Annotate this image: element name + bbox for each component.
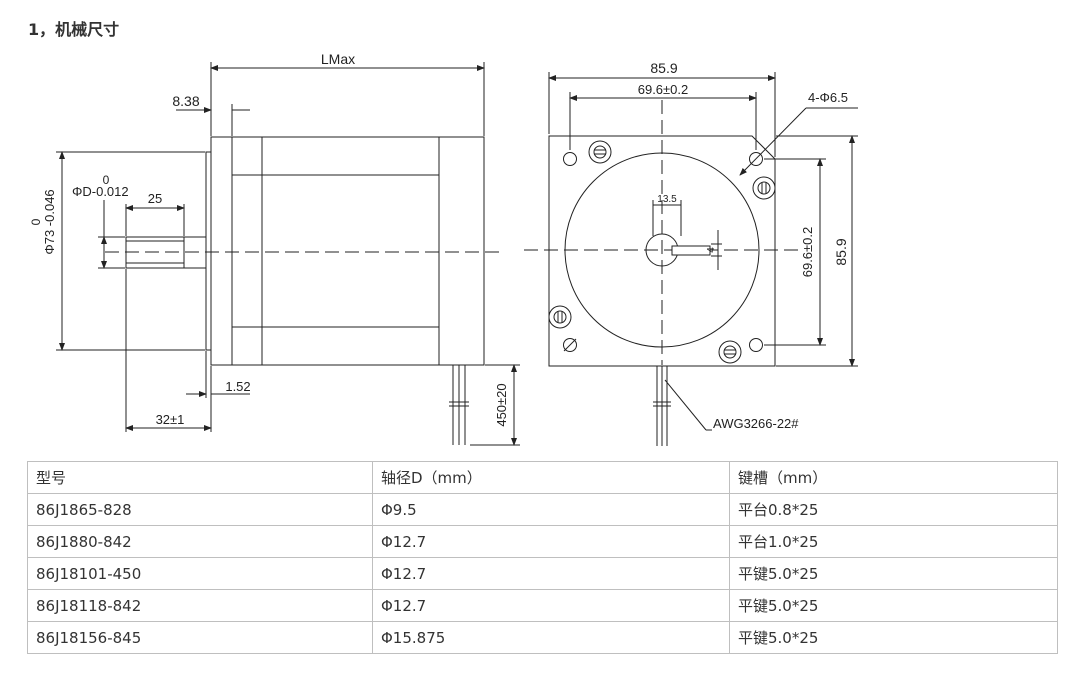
cell-model: 86J1865-828	[27, 493, 373, 526]
screw-left	[548, 305, 572, 329]
cell-shaft-diameter: Φ12.7	[372, 525, 730, 558]
key-flat	[671, 245, 711, 256]
side-view	[56, 62, 520, 446]
front-view	[524, 72, 858, 446]
key-width-label: 13.5	[657, 194, 677, 205]
cell-shaft-diameter: Φ12.7	[372, 589, 730, 622]
table-row: 86J18118-842 Φ12.7 平键5.0*25	[27, 589, 1058, 622]
screw-bottom	[718, 340, 742, 364]
lmax-label: LMax	[321, 51, 355, 67]
spec-table: 型号 轴径D（mm） 键槽（mm） 86J1865-828 Φ9.5 平台0.8…	[27, 461, 1058, 654]
screw-right	[752, 176, 776, 200]
shaft-length-label: 32±1	[156, 412, 185, 427]
cell-model: 86J18156-845	[27, 621, 373, 654]
flange-dia-label: Φ73 -0.046	[42, 189, 57, 254]
flange-boss	[205, 151, 212, 351]
shaft-dia-label: ΦD-0.012	[72, 184, 129, 199]
cell-shaft-diameter: Φ9.5	[372, 493, 730, 526]
height-label: 85.9	[833, 238, 849, 265]
mount-holes-label: 4-Φ6.5	[808, 90, 848, 105]
mount-hole-bl	[563, 338, 577, 352]
key-length-label: 25	[148, 191, 162, 206]
header-model: 型号	[27, 461, 373, 494]
flange-dia-upper: 0	[29, 218, 43, 225]
table-row: 86J1880-842 Φ12.7 平台1.0*25	[27, 525, 1058, 558]
shaft-dia-upper: 0	[103, 173, 110, 187]
cell-shaft-diameter: Φ12.7	[372, 557, 730, 590]
mount-hole-tr	[749, 152, 763, 166]
key-depth-label: 4	[706, 247, 717, 253]
mechanical-drawing: LMax 8.38 0 ΦD-0.012 25 0 Φ73 -0.046 1.5…	[29, 51, 858, 446]
cell-keyway: 平键5.0*25	[729, 621, 1058, 654]
mount-hole-br	[749, 338, 763, 352]
width-label: 85.9	[650, 60, 677, 76]
header-shaft-diameter: 轴径D（mm）	[372, 461, 730, 494]
section-title: 1，机械尺寸	[28, 20, 120, 39]
screw-top	[588, 140, 612, 164]
wire-spec-label: AWG3266-22#	[713, 416, 799, 431]
hole-spacing-v-label: 69.6±0.2	[800, 227, 815, 278]
cell-keyway: 平键5.0*25	[729, 557, 1058, 590]
cell-keyway: 平键5.0*25	[729, 589, 1058, 622]
cell-shaft-diameter: Φ15.875	[372, 621, 730, 654]
header-keyway: 键槽（mm）	[729, 461, 1058, 494]
cell-keyway: 平台0.8*25	[729, 493, 1058, 526]
table-row: 86J18156-845 Φ15.875 平键5.0*25	[27, 621, 1058, 654]
table-row: 86J18101-450 Φ12.7 平键5.0*25	[27, 557, 1058, 590]
table-header-row: 型号 轴径D（mm） 键槽（mm）	[27, 461, 1058, 494]
mount-hole-tl	[563, 152, 577, 166]
motor-body	[210, 136, 485, 366]
flange-offset-label: 8.38	[172, 93, 199, 109]
cell-model: 86J18101-450	[27, 557, 373, 590]
cell-keyway: 平台1.0*25	[729, 525, 1058, 558]
cell-model: 86J18118-842	[27, 589, 373, 622]
table-row: 86J1865-828 Φ9.5 平台0.8*25	[27, 493, 1058, 526]
boss-height-label: 1.52	[225, 379, 250, 394]
cell-model: 86J1880-842	[27, 525, 373, 558]
hole-spacing-h-label: 69.6±0.2	[638, 82, 689, 97]
lead-length-label: 450±20	[494, 383, 509, 426]
